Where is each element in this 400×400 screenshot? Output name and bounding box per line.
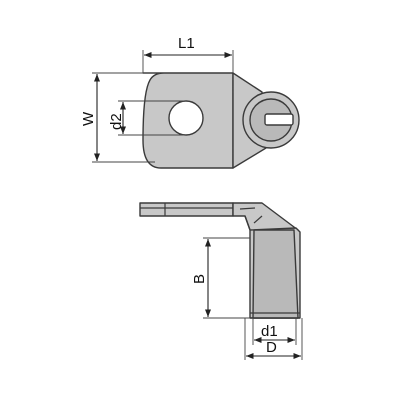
d-label: D [266, 339, 277, 356]
top-view: L1 W d2 [80, 35, 300, 169]
barrel-wall [252, 229, 299, 319]
b-label: B [191, 274, 208, 284]
mounting-hole [168, 100, 204, 136]
d2-label: d2 [108, 113, 125, 130]
w-label: W [80, 111, 97, 126]
tongue-strip [139, 202, 234, 217]
barrel-slot [264, 113, 294, 126]
d1-label: d1 [261, 323, 278, 340]
bend-mark [253, 215, 263, 224]
side-view: B d1 D [139, 202, 303, 360]
bend-edge [239, 207, 256, 210]
l1-label: L1 [178, 35, 195, 52]
